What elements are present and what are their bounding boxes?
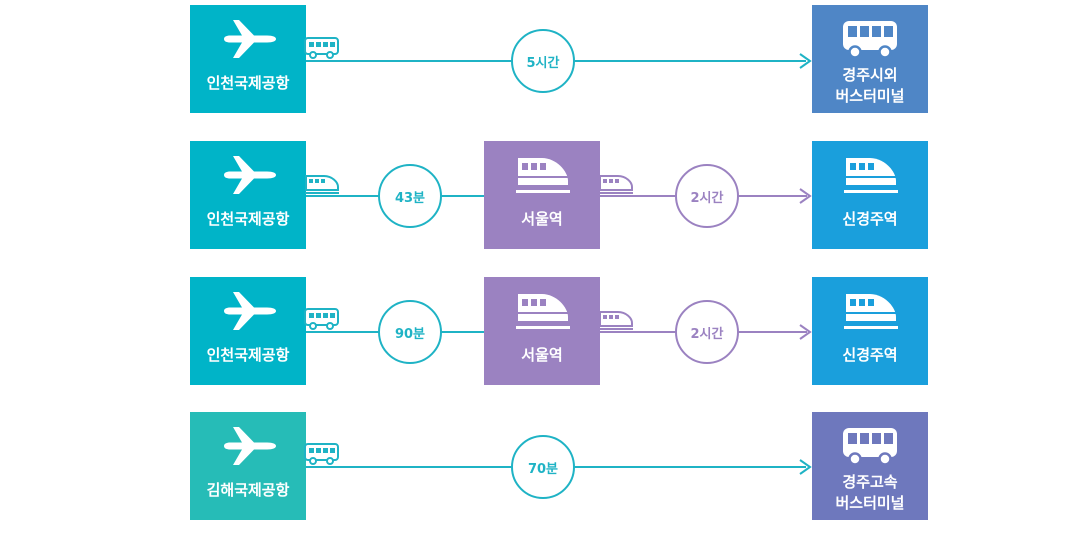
duration-badge: 43분 xyxy=(378,164,442,228)
arrow-head-icon xyxy=(799,188,812,204)
train-icon xyxy=(512,153,572,197)
origin-label: 김해국제공항 xyxy=(206,481,290,499)
destination-box: 신경주역 xyxy=(812,277,928,385)
route-row-3: 인천국제공항 90분 서울역 2시간 신경주역 xyxy=(0,277,1080,385)
destination-box: 경주시외 버스터미널 xyxy=(812,5,928,113)
bus-icon xyxy=(304,37,339,59)
origin-box: 인천국제공항 xyxy=(190,5,306,113)
duration-badge: 2시간 xyxy=(675,164,739,228)
duration-badge: 90분 xyxy=(378,300,442,364)
origin-box: 인천국제공항 xyxy=(190,277,306,385)
arrow-head-icon xyxy=(799,459,812,475)
train-icon xyxy=(599,175,633,194)
bus-icon xyxy=(304,308,339,330)
destination-label: 신경주역 xyxy=(842,346,898,364)
bus-icon xyxy=(840,17,900,61)
train-icon xyxy=(512,289,572,333)
train-icon xyxy=(305,175,339,194)
bus-icon xyxy=(304,443,339,465)
transfer-box: 서울역 xyxy=(484,277,600,385)
origin-label: 인천국제공항 xyxy=(206,346,290,364)
origin-label: 인천국제공항 xyxy=(206,74,290,92)
origin-label: 인천국제공항 xyxy=(206,210,290,228)
duration-badge: 2시간 xyxy=(675,300,739,364)
destination-label: 경주고속 버스터미널 xyxy=(835,473,905,512)
route-row-2: 인천국제공항 43분 서울역 2시간 신경주역 xyxy=(0,141,1080,249)
transfer-label: 서울역 xyxy=(521,210,563,228)
arrow-head-icon xyxy=(799,53,812,69)
airplane-icon xyxy=(218,424,278,468)
airplane-icon xyxy=(218,289,278,333)
destination-label: 신경주역 xyxy=(842,210,898,228)
transfer-label: 서울역 xyxy=(521,346,563,364)
origin-box: 인천국제공항 xyxy=(190,141,306,249)
route-row-4: 김해국제공항 70분 경주고속 버스터미널 xyxy=(0,412,1080,520)
duration-badge: 70분 xyxy=(511,435,575,499)
origin-box: 김해국제공항 xyxy=(190,412,306,520)
arrow-head-icon xyxy=(799,324,812,340)
destination-box: 신경주역 xyxy=(812,141,928,249)
train-icon xyxy=(840,289,900,333)
duration-badge: 5시간 xyxy=(511,29,575,93)
destination-box: 경주고속 버스터미널 xyxy=(812,412,928,520)
route-row-1: 인천국제공항 5시간 경주시외 버스터미널 xyxy=(0,5,1080,113)
bus-icon xyxy=(840,424,900,468)
airplane-icon xyxy=(218,17,278,61)
airplane-icon xyxy=(218,153,278,197)
destination-label: 경주시외 버스터미널 xyxy=(835,66,905,105)
train-icon xyxy=(599,311,633,330)
transfer-box: 서울역 xyxy=(484,141,600,249)
train-icon xyxy=(840,153,900,197)
